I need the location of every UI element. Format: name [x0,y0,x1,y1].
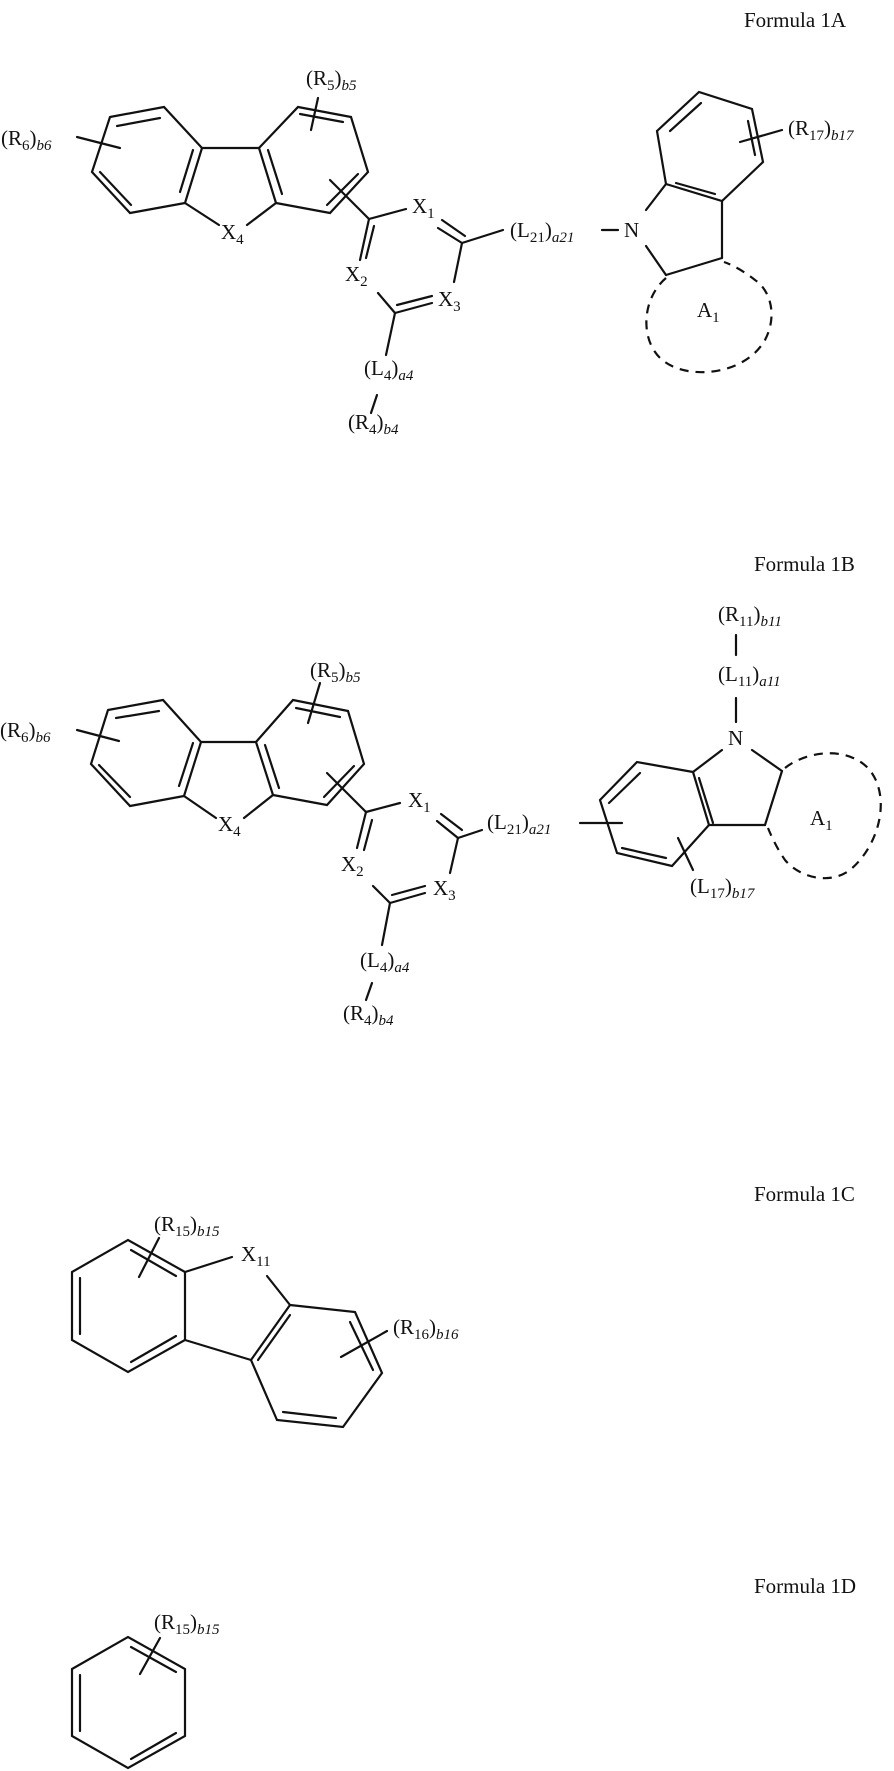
r16-substituent-label: (R16)b16 [393,1315,459,1343]
n-atom-label: N [728,726,744,750]
l17-linker-label: (L17)b17 [690,874,755,902]
r4-substituent-label: (R4)b4 [348,410,399,438]
formula-1a-structure [75,90,784,415]
formula-1d-title: Formula 1D [754,1574,857,1598]
n-atom-label: N [624,218,640,242]
formula-1b-title: Formula 1B [754,552,855,576]
r5-substituent-label: (R5)b5 [306,66,357,94]
r11-substituent-label: (R11)b11 [718,602,782,630]
x2-atom-label: X2 [345,262,368,290]
r4-substituent-label: (R4)b4 [343,1001,394,1029]
a1-ring-label: A1 [697,298,720,326]
x1-atom-label: X1 [408,788,431,816]
x4-atom-label: X4 [221,220,244,248]
r15-substituent-label: (R15)b15 [154,1212,220,1240]
a1-ring-label: A1 [810,806,833,834]
x11-atom-label: X11 [241,1242,271,1270]
r6-substituent-label: (R6)b6 [0,718,51,746]
x2-atom-label: X2 [341,852,364,880]
r6-substituent-label: (R6)b6 [1,126,52,154]
x3-atom-label: X3 [433,876,456,904]
formula-1c-title: Formula 1C [754,1182,855,1206]
l4-linker-label: (L4)a4 [364,356,414,384]
l11-linker-label: (L11)a11 [718,662,781,690]
r5-substituent-label: (R5)b5 [310,658,361,686]
formula-1c-structure [70,1236,389,1429]
x3-atom-label: X3 [438,287,461,315]
l4-linker-label: (L4)a4 [360,948,410,976]
x1-atom-label: X1 [412,194,435,222]
r15-substituent-label: (R15)b15 [154,1610,220,1638]
l21-linker-label: (L21)a21 [487,810,552,838]
formula-1b-structure [75,633,882,1002]
x4-atom-label: X4 [218,812,241,840]
r17-substituent-label: (R17)b17 [788,116,854,144]
formula-1a-title: Formula 1A [744,8,847,32]
l21-linker-label: (L21)a21 [510,218,575,246]
formula-1d-structure [70,1635,187,1770]
